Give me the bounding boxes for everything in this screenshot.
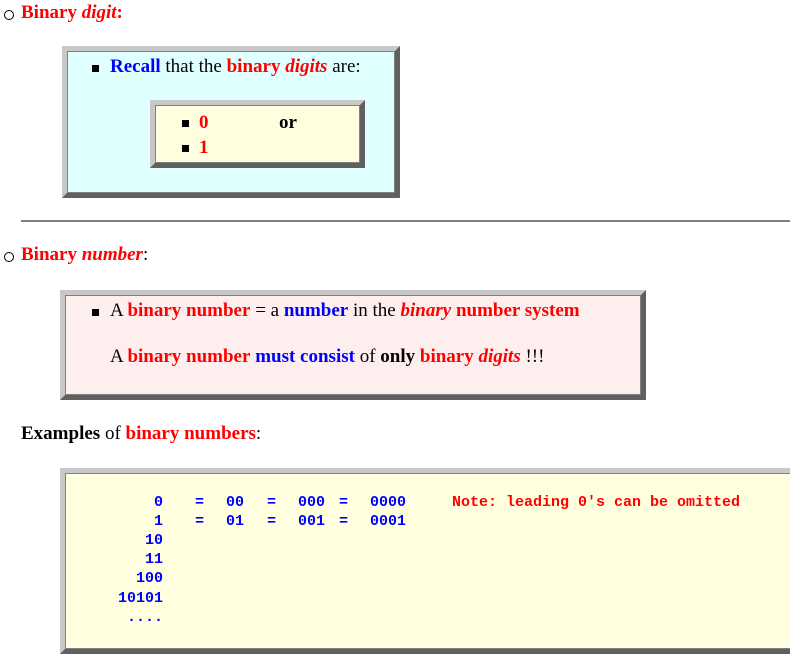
ellipsis: .... xyxy=(126,609,163,626)
recall-text: Recall that the binary digits are: xyxy=(110,56,361,77)
equals-sign: = xyxy=(267,513,277,530)
binary-digit-heading: Binary digit: xyxy=(21,2,123,23)
list-bullet-icon xyxy=(182,145,189,152)
equals-sign: = xyxy=(339,494,349,511)
example-value: 000 xyxy=(298,494,326,511)
example-value: 11 xyxy=(144,551,163,568)
example-value: 0 xyxy=(154,494,164,511)
example-value: 1 xyxy=(154,513,164,530)
equals-sign: = xyxy=(267,494,277,511)
list-bullet-icon xyxy=(4,10,14,20)
example-value: 10101 xyxy=(117,590,163,607)
examples-label: Examples of binary numbers: xyxy=(21,423,262,444)
or-label: or xyxy=(279,112,297,133)
digit-one: 1 xyxy=(199,137,209,158)
list-bullet-icon xyxy=(92,309,99,316)
equals-sign: = xyxy=(339,513,349,530)
list-bullet-icon xyxy=(92,65,99,72)
equals-sign: = xyxy=(195,513,205,530)
example-value: 0000 xyxy=(370,494,407,511)
binary-number-heading: Binary number: xyxy=(21,244,149,265)
example-value: 10 xyxy=(144,532,163,549)
definition-line: A binary number = a number in the binary… xyxy=(110,300,580,321)
equals-sign: = xyxy=(195,494,205,511)
definition-box xyxy=(60,290,646,400)
example-value: 00 xyxy=(226,494,245,511)
consist-line: A binary number must consist of only bin… xyxy=(110,346,545,367)
list-bullet-icon xyxy=(182,120,189,127)
digits-box xyxy=(150,100,365,168)
examples-box xyxy=(60,468,790,654)
list-bullet-icon xyxy=(4,252,14,262)
example-value: 01 xyxy=(226,513,245,530)
example-value: 0001 xyxy=(370,513,407,530)
example-value: 001 xyxy=(298,513,326,530)
section-divider xyxy=(21,220,790,222)
leading-zero-note: Note: leading 0's can be omitted xyxy=(452,494,741,511)
example-value: 100 xyxy=(135,570,163,587)
digit-zero: 0 xyxy=(199,112,209,133)
